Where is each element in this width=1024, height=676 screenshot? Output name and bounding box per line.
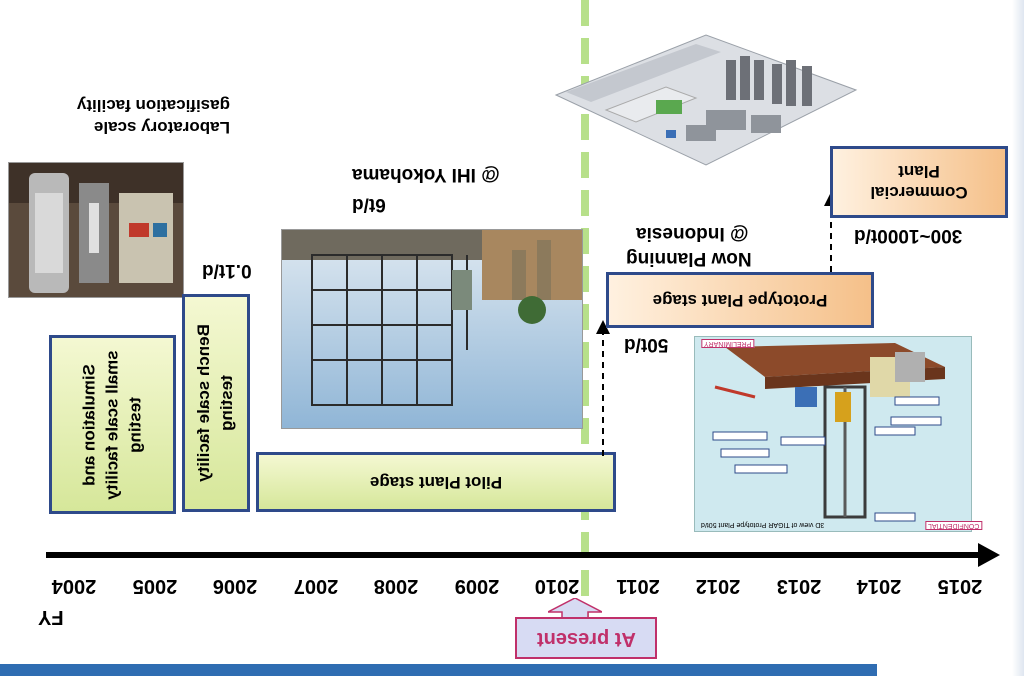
year-label-2012: 2012 [695, 575, 741, 597]
pilot-stage-label: Pilot Plant stage [369, 472, 503, 492]
commercial-capacity-label: 300~1000t/d [854, 225, 963, 246]
year-label-2006: 2006 [212, 575, 258, 597]
lab-scale-text: Laboratory scale gasification facility [76, 96, 230, 137]
commercial-stage-label: Commercial Plant [870, 162, 968, 203]
at-present-label-box: At present [515, 617, 657, 659]
year-label-2013: 2013 [776, 575, 821, 597]
bottom-accent-bar [0, 664, 877, 676]
pilot-location-label: @ IHI Yokohama [352, 164, 500, 185]
simulation-stage-box: Simulation and small scale facility test… [49, 335, 176, 514]
pilot-plant-photo [281, 229, 583, 429]
lab-facility-photo [8, 162, 184, 298]
at-present-arrow [548, 598, 602, 620]
pilot-stage-box: Pilot Plant stage [256, 452, 616, 512]
prototype-stage-box: Prototype Plant stage [606, 272, 874, 328]
bench-stage-box: Bench scale facility testing [182, 294, 250, 512]
year-label-2007: 2007 [293, 575, 338, 597]
year-label-2014: 2014 [856, 575, 902, 597]
fy-axis-label: FY [38, 606, 64, 628]
right-edge-border [1012, 0, 1024, 676]
preliminary-tag: PRELIMINARY [701, 339, 755, 348]
year-label-2011: 2011 [615, 575, 660, 597]
year-label-2004: 2004 [51, 575, 97, 597]
now-planning-label: Now Planning [626, 248, 752, 269]
diagram-caption: 3D view of TIGAR Prototype Plant 50t/d [701, 521, 825, 528]
prototype-location-label: @ Indonesia [636, 223, 749, 244]
year-label-2008: 2008 [373, 575, 419, 597]
simulation-stage-label: Simulation and small scale facility test… [79, 349, 144, 500]
year-label-2009: 2009 [454, 575, 499, 597]
pilot-to-prototype-arrow [596, 320, 610, 456]
prototype-stage-label: Prototype Plant stage [652, 290, 828, 310]
year-label-2005: 2005 [132, 575, 177, 597]
prototype-3d-render [546, 30, 864, 170]
at-present-label: At present [536, 627, 636, 650]
lab-scale-label: Laboratory scale gasification facility [18, 64, 230, 138]
year-label-2010: 2010 [534, 575, 580, 597]
prototype-capacity-label: 50t/d [624, 334, 669, 355]
present-marker-line [581, 0, 589, 640]
year-label-2015: 2015 [937, 575, 982, 597]
timeline-axis-arrow [46, 543, 1000, 567]
bench-capacity-label: 0.1t/d [202, 260, 252, 281]
prototype-cutaway-diagram: PRELIMINARY CONFIDENTIAL 3D view of TIGA… [694, 336, 983, 532]
pilot-capacity-label: 6t/d [352, 194, 386, 215]
commercial-stage-box: Commercial Plant [830, 146, 1008, 218]
bench-stage-label: Bench scale facility testing [194, 324, 236, 482]
confidential-tag: CONFIDENTIAL [925, 521, 983, 530]
